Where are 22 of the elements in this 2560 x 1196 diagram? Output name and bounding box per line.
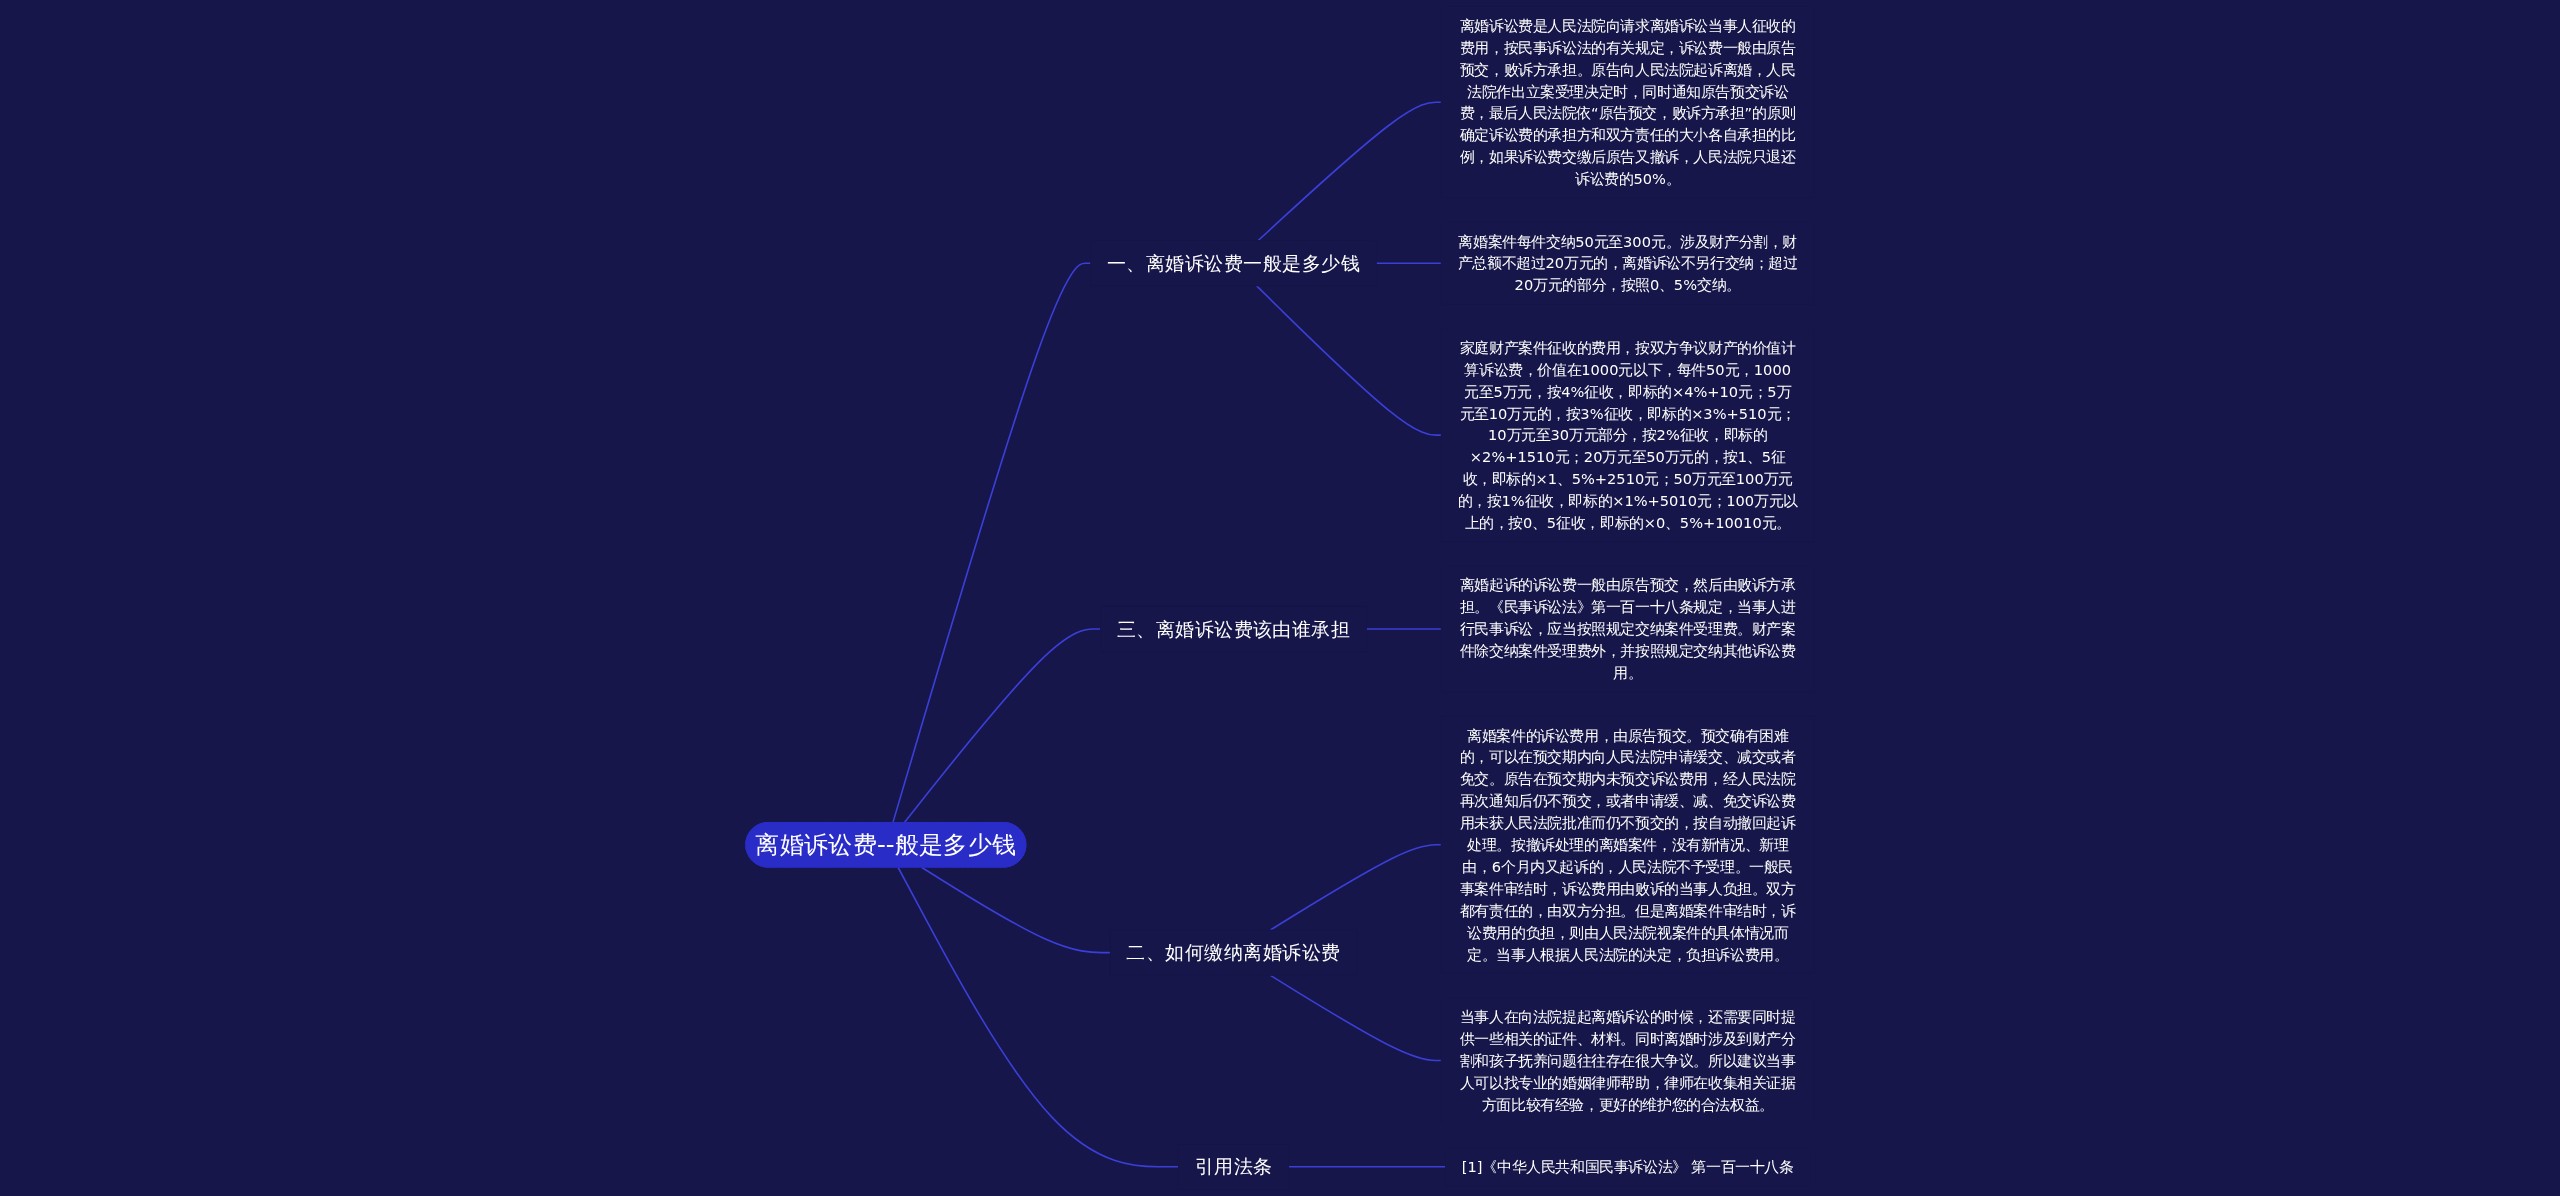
connector	[1269, 974, 1442, 1062]
connector	[1255, 285, 1442, 436]
node-text: 引用法条	[1194, 1155, 1273, 1179]
connector	[903, 628, 1102, 824]
node-text: 当事人在向法院提起离婚诉讼的时候，还需要同时提供一些相关的证件、材料。同时离婚时涉及到财产分割和孩子抚养问题往往存在很大争议。所以建议当事人可以找专业的婚姻律师帮助，律师在收集相关证据方面比较有经验，更好的维护您的合法权益。	[1459, 1008, 1796, 1113]
node-text: 二、如何缴纳离婚诉讼费	[1126, 941, 1341, 965]
node-text: 离婚案件的诉讼费用，由原告预交。预交确有困难的，可以在预交期内向人民法院申请缓交、减交或者免交。原告在预交期内未预交诉讼费用，经人民法院再次通知后仍不预交，或者申请缓、减、免交诉讼费用未获人民法院批准而仍不预交的，按自动撤回起诉处理。按撤诉处理的离婚案件，没有新情况、新理由，6个月内又起诉的，人民法院不予受理。一般民事案件审结时，诉讼费用由败诉的当事人负担。双方都有责任的，由双方分担。但是离婚案件审结时，诉讼费用的负担，则由人民法院视案件的具体情况而定。当事人根据人民法院的决定，负担诉讼费用。	[1459, 726, 1796, 963]
connector	[892, 262, 1092, 824]
node-text: 三、离婚诉讼费该由谁承担	[1116, 617, 1351, 641]
connector	[1287, 1166, 1447, 1168]
connector	[1375, 262, 1442, 264]
connector	[1365, 628, 1442, 630]
node-text: [1]《中华人民共和国民事诉讼法》 第一百一十八条	[1461, 1158, 1794, 1176]
node-text: 离婚诉讼费是人民法院向请求离婚诉讼当事人征收的费用，按民事诉讼法的有关规定，诉讼费一般由原告预交，败诉方承担。原告向人民法院起诉离婚，人民法院作出立案受理决定时，同时通知原告预交诉讼费，最后人民法院依“原告预交，败诉方承担”的原则确定诉讼费的承担方和双方责任的大小各自承担的比例，如果诉讼费交缴后原告又撤诉，人民法院只退还诉讼费的50%。	[1459, 17, 1796, 188]
connector	[921, 866, 1112, 954]
connector	[1269, 843, 1442, 931]
connector	[897, 866, 1180, 1168]
connector	[1257, 101, 1442, 242]
node-text: 离婚案件每件交纳50元至300元。涉及财产分割，财产总额不超过20万元的，离婚诉讼不另行交纳；超过20万元的部分，按照0、5%交纳。	[1457, 232, 1798, 294]
node-text: 离婚起诉的诉讼费一般由原告预交，然后由败诉方承担。《民事诉讼法》第一百一十八条规定，当事人进行民事诉讼，应当按照规定交纳案件受理费。财产案件除交纳案件受理费外，并按照规定交纳其他诉讼费用。	[1459, 576, 1796, 682]
node-text: 一、离婚诉讼费一般是多少钱	[1106, 251, 1361, 275]
node-text: 家庭财产案件征收的费用，按双方争议财产的价值计算诉讼费，价值在1000元以下，每件50元，1000元至5万元，按4%征收，即标的×4%+10元；5万元至10万元的，按3%征收，即标的×3%+510元；10万元至30万元部分，按2%征收，即标的×2%+1510元；20万元至50万元的，按1、5征收，即标的×1、5%+2510元；50万元至100万元的，按1%征收，即标的×1%+5010元；100万元以上的，按0、5征收，即标的×0、5%+10010元。	[1457, 339, 1798, 532]
